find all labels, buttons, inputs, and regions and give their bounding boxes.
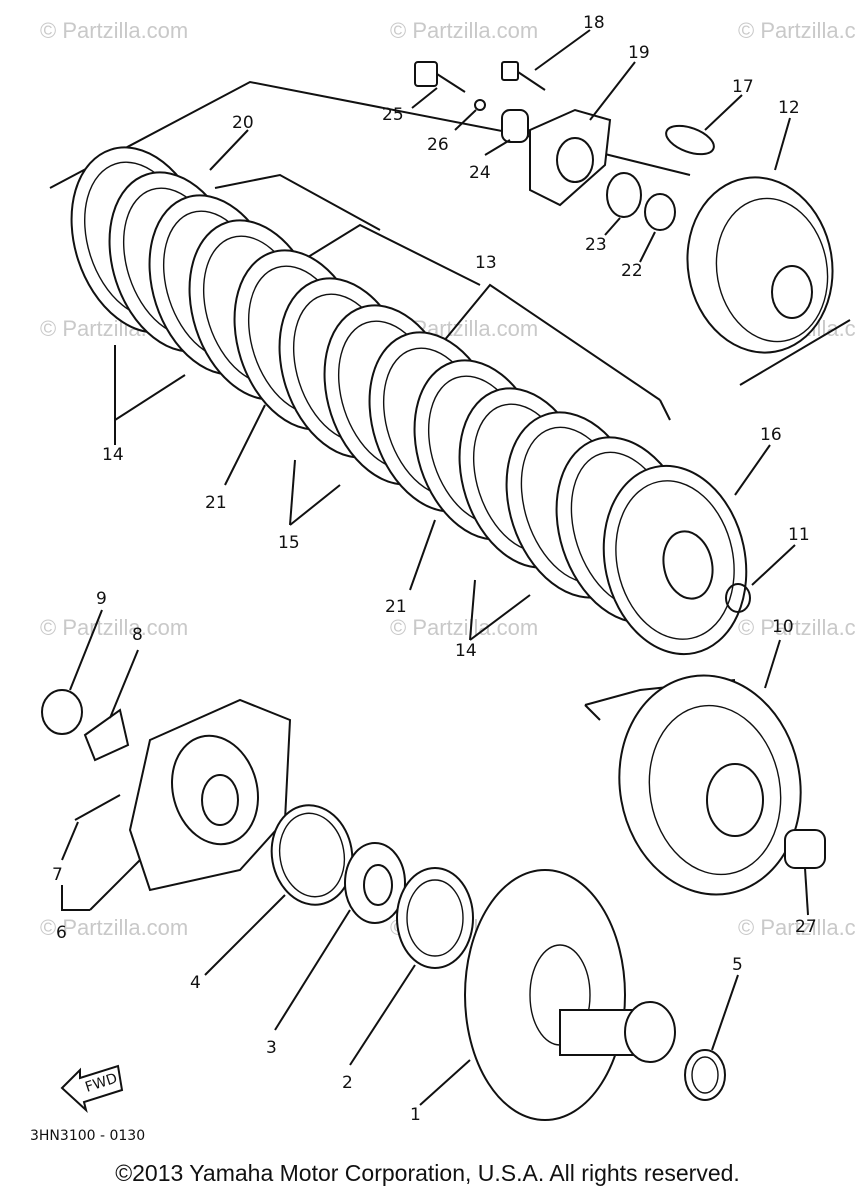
watermark: © Partzilla.com — [738, 615, 855, 640]
callout-19: 19 — [628, 43, 650, 63]
callout-14: 14 — [455, 641, 477, 661]
leader-lines — [61, 29, 809, 1106]
callout-13: 13 — [475, 253, 497, 273]
seal-23 — [606, 172, 642, 218]
watermark: © Partzilla.com — [738, 18, 855, 43]
circlip — [725, 583, 751, 613]
callout-18: 18 — [583, 13, 605, 33]
callout-17: 17 — [732, 77, 754, 97]
callout-20: 20 — [232, 113, 254, 133]
clutch-carrier — [618, 674, 826, 896]
collar-27 — [784, 829, 826, 869]
callout-12: 12 — [778, 98, 800, 118]
callout-15: 15 — [278, 533, 300, 553]
callout-4: 4 — [190, 973, 201, 993]
clutch-housing — [686, 176, 834, 354]
callout-labels: 18 19 17 12 20 25 26 24 23 22 13 14 21 1… — [52, 13, 817, 1125]
callout-21: 21 — [385, 597, 407, 617]
fwd-arrow: FWD — [60, 1064, 124, 1113]
primary-sheave-1 — [464, 869, 626, 1121]
callout-14: 14 — [102, 445, 124, 465]
one-way-clutch-2 — [396, 867, 474, 969]
callout-9: 9 — [96, 589, 107, 609]
lock-washer-8 — [83, 708, 130, 762]
callout-6: 6 — [56, 923, 67, 943]
callout-7: 7 — [52, 865, 63, 885]
gasket-4 — [270, 804, 354, 906]
watermark: © Partzilla.com — [40, 18, 188, 43]
watermark: © Partzilla.com — [738, 915, 855, 940]
callout-5: 5 — [732, 955, 743, 975]
washer-26 — [474, 99, 486, 111]
callout-3: 3 — [266, 1038, 277, 1058]
copyright-notice: ©2013 Yamaha Motor Corporation, U.S.A. A… — [115, 1160, 740, 1186]
callout-1: 1 — [410, 1105, 421, 1125]
lower-parts — [270, 804, 726, 1121]
watermark: © Partzilla.com — [390, 615, 538, 640]
callout-2: 2 — [342, 1073, 353, 1093]
centrifugal-clutch — [41, 689, 292, 892]
bolt-18 — [501, 61, 519, 81]
watermark: © Partzilla.com — [390, 18, 538, 43]
callout-8: 8 — [132, 625, 143, 645]
pressure-plate — [602, 464, 748, 656]
callout-24: 24 — [469, 163, 491, 183]
spring-17 — [665, 124, 715, 156]
small-parts-top — [414, 61, 715, 231]
bolt-25 — [414, 61, 438, 87]
callout-26: 26 — [427, 135, 449, 155]
watermark: © Partzilla.com — [40, 915, 188, 940]
spring-7 — [74, 794, 121, 821]
callout-11: 11 — [788, 525, 810, 545]
callout-10: 10 — [772, 617, 794, 637]
lock-washer-22 — [644, 193, 676, 231]
callout-22: 22 — [621, 261, 643, 281]
callout-25: 25 — [382, 105, 404, 125]
watermark: © Partzilla.com — [40, 615, 188, 640]
nut-9 — [41, 689, 83, 735]
callout-23: 23 — [585, 235, 607, 255]
callout-21: 21 — [205, 493, 227, 513]
callout-16: 16 — [760, 425, 782, 445]
drawing-code: 3HN3100 - 0130 — [30, 1128, 145, 1144]
bearing-24 — [501, 109, 529, 143]
callout-27: 27 — [795, 917, 817, 937]
